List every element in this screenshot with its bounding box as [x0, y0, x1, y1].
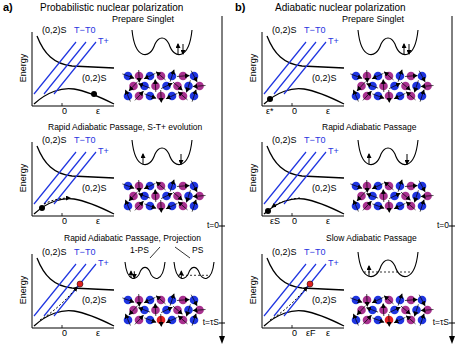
panel-heading: b) [235, 1, 245, 13]
annotation: T+ [328, 147, 339, 157]
annotation: Rapid Adiabatic Passage [322, 123, 417, 132]
annotation: T0 [315, 136, 326, 146]
annotation: T− [304, 136, 315, 146]
time-arrow [449, 16, 455, 344]
axis-label: Energy [19, 273, 29, 307]
annotation: ε [96, 217, 100, 227]
annotation: (0,2)S [312, 296, 337, 306]
nuclear-spin-lattice [122, 180, 205, 212]
potential-well [132, 30, 192, 55]
potential-well [358, 252, 418, 277]
nuclear-spin-lattice [350, 70, 433, 102]
annotation: (0,2)S [272, 26, 297, 36]
axis-label: Energy [249, 273, 259, 307]
annotation: T0 [315, 26, 326, 36]
annotation: t=0 [437, 221, 449, 230]
annotation: ε* [266, 107, 274, 117]
annotation: t=0 [207, 221, 219, 230]
annotation: Prepare Singlet [342, 15, 404, 25]
annotation: ε [326, 329, 330, 339]
nuclear-spin-lattice [350, 294, 433, 326]
axis-label: Energy [249, 161, 259, 195]
annotation: 0 [62, 329, 67, 339]
annotation: T+ [328, 37, 339, 47]
energy-plot [262, 254, 344, 328]
annotation: T− [74, 26, 85, 36]
energy-plot [32, 142, 114, 216]
annotation: Slow Adiabatic Passage [326, 234, 417, 243]
annotation: T− [304, 248, 315, 258]
nuclear-spin-lattice [122, 294, 205, 326]
annotation: t=τS [203, 318, 219, 327]
annotation: Prepare Singlet [112, 15, 174, 25]
annotation: T+ [98, 259, 109, 269]
energy-plot [262, 142, 344, 216]
annotation: T+ [98, 37, 109, 47]
axis-label: Energy [19, 51, 29, 85]
potential-well [358, 30, 418, 55]
annotation: T− [74, 248, 85, 258]
annotation: 1-PS [130, 246, 149, 255]
annotation: Rapid Adiabatic Passage, S-T+ evolution [48, 123, 202, 132]
annotation: ε [96, 107, 100, 117]
annotation: 0 [292, 107, 297, 117]
panel-heading: Probabilistic nuclear polarization [40, 2, 183, 13]
annotation: T+ [98, 147, 109, 157]
annotation: (0,2)S [42, 26, 67, 36]
panel-heading: Adiabatic nuclear polarization [275, 2, 406, 13]
energy-plot [32, 32, 114, 106]
annotation: T+ [328, 259, 339, 269]
energy-plot [32, 254, 114, 328]
annotation: (0,2)S [42, 136, 67, 146]
annotation: (0,2)S [82, 184, 107, 194]
annotation: T0 [85, 136, 96, 146]
annotation: ε [96, 329, 100, 339]
annotation: (0,2)S [312, 184, 337, 194]
annotation: 0 [62, 107, 67, 117]
annotation: T0 [85, 26, 96, 36]
nuclear-spin-lattice [350, 180, 433, 212]
annotation: T− [74, 136, 85, 146]
nuclear-spin-lattice [122, 70, 205, 102]
axis-label: Energy [249, 51, 259, 85]
annotation: (0,2)S [312, 74, 337, 84]
annotation: (0,2)S [82, 74, 107, 84]
time-arrow [219, 16, 225, 344]
annotation: 0 [62, 217, 67, 227]
panel-heading: a) [3, 1, 13, 13]
annotation: εF [306, 329, 316, 339]
annotation: T0 [315, 248, 326, 258]
annotation: 0 [292, 217, 297, 227]
annotation: PS [192, 246, 203, 255]
axis-label: Energy [19, 161, 29, 195]
potential-well [358, 140, 418, 165]
annotation: (0,2)S [82, 296, 107, 306]
annotation: Rapid Adiabatic Passage, Projection [64, 234, 201, 243]
annotation: T− [304, 26, 315, 36]
potential-well [125, 262, 165, 278]
potential-well [174, 262, 214, 278]
annotation: (0,2)S [272, 248, 297, 258]
annotation: 0 [292, 329, 297, 339]
annotation: εS [270, 217, 280, 227]
annotation: ε [326, 217, 330, 227]
energy-plot [262, 32, 344, 106]
annotation: (0,2)S [42, 248, 67, 258]
annotation: (0,2)S [272, 136, 297, 146]
annotation: t=τS [433, 318, 449, 327]
potential-well [132, 140, 192, 165]
annotation: T0 [85, 248, 96, 258]
annotation: ε [326, 107, 330, 117]
